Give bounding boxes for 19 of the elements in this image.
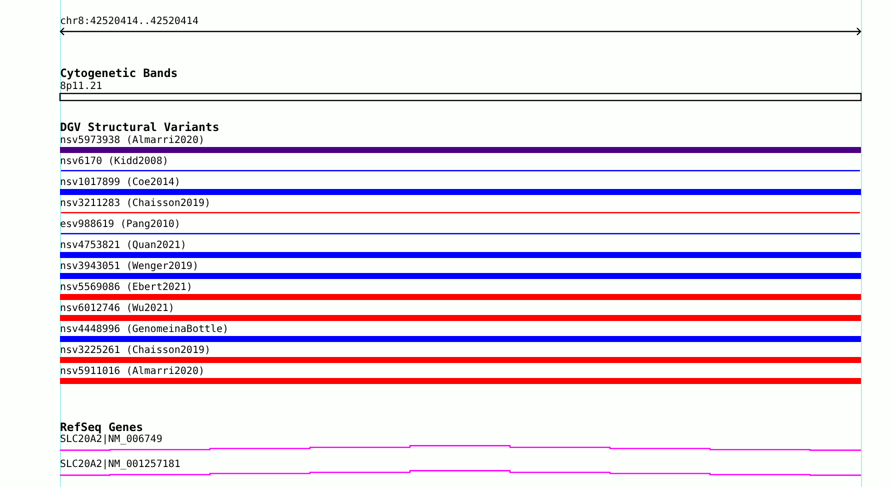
feature-label: nsv3943051 (Wenger2019)	[60, 261, 198, 272]
track-title: Cytogenetic Bands	[60, 67, 178, 79]
feature-label: esv988619 (Pang2010)	[60, 219, 180, 230]
track-title: DGV Structural Variants	[60, 121, 220, 133]
feature-label: nsv6170 (Kidd2008)	[60, 156, 168, 167]
feature-label: nsv5569086 (Ebert2021)	[60, 282, 192, 293]
feature-label: SLC20A2|NM_006749	[60, 434, 162, 445]
location-text: chr8:42520414..42520414	[60, 16, 198, 27]
feature-label: 8p11.21	[60, 81, 102, 92]
feature-label: nsv5973938 (Almarri2020)	[60, 135, 204, 146]
feature-label: SLC20A2|NM_001257181	[60, 459, 180, 470]
feature-label: nsv4448996 (GenomeinaBottle)	[60, 324, 229, 335]
track-title: RefSeq Genes	[60, 421, 144, 433]
feature-label: nsv3211283 (Chaisson2019)	[60, 198, 211, 209]
feature-label: nsv5911016 (Almarri2020)	[60, 366, 204, 377]
feature-label: nsv3225261 (Chaisson2019)	[60, 345, 211, 356]
feature-label: nsv6012746 (Wu2021)	[60, 303, 174, 314]
feature-label: nsv4753821 (Quan2021)	[60, 240, 186, 251]
feature-label: nsv1017899 (Coe2014)	[60, 177, 180, 188]
